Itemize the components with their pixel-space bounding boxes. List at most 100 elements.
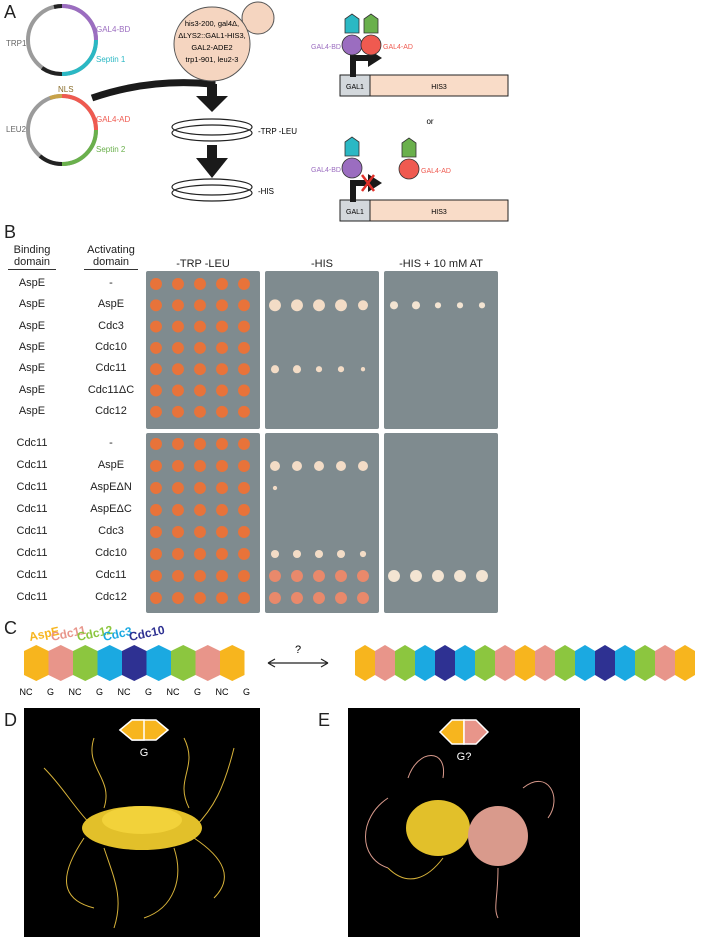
colony-his_at-r1-c4 bbox=[478, 302, 486, 309]
colony-trp_leu-r10-c0 bbox=[150, 504, 162, 516]
colony-trp_leu-r4-c4 bbox=[238, 363, 250, 376]
structure-e-art: G? bbox=[365, 719, 555, 919]
row-13-binding-domain: Cdc11 bbox=[16, 569, 48, 581]
row-6-binding-domain: AspE bbox=[18, 404, 46, 417]
left-filament-subunit-2 bbox=[73, 645, 98, 681]
strain-line-1: his3-200, gal4Δ, bbox=[185, 19, 239, 28]
bd-label-top: GAL4-BD bbox=[311, 44, 341, 51]
left-filament-subunit-3 bbox=[97, 645, 122, 681]
left-filament-subunit-0 bbox=[24, 645, 49, 681]
colony-trp_leu-r4-c3 bbox=[216, 363, 228, 376]
plate-header-trp-leu: -TRP -LEU bbox=[176, 258, 230, 270]
row-10-activating-domain: AspEΔC bbox=[90, 503, 132, 515]
colony-his-r4-c0 bbox=[270, 365, 280, 374]
row-1-activating-domain: AspE bbox=[97, 298, 125, 311]
colony-his_at-r13-c4 bbox=[476, 570, 488, 582]
colony-trp_leu-r3-c1 bbox=[172, 341, 184, 354]
plate-header-his-at: -HIS + 10 mM AT bbox=[399, 258, 483, 270]
reporter-non-interacting: GAL1 HIS3 GAL4-BD GAL4-AD bbox=[311, 136, 509, 222]
plasmid2-label-ad: GAL4-AD bbox=[96, 115, 130, 124]
colony-his-r13-c2 bbox=[313, 570, 325, 582]
right-filament-subunit-16 bbox=[675, 645, 695, 681]
colony-his-r9-c0 bbox=[272, 485, 278, 491]
right-filament-subunit-0 bbox=[355, 645, 375, 681]
colony-his_at-r13-c3 bbox=[454, 570, 466, 582]
colony-trp_leu-r14-c1 bbox=[172, 592, 184, 604]
colony-his-r14-c1 bbox=[291, 592, 303, 604]
plate1-label: -TRP -LEU bbox=[258, 127, 297, 136]
interface-label-7: G bbox=[194, 687, 201, 697]
plasmid1-label-septin: Septin 1 bbox=[96, 55, 126, 64]
plate-trp-leu: -TRP -LEU bbox=[171, 118, 297, 142]
plate2-label: -HIS bbox=[258, 187, 274, 196]
colony-trp_leu-r10-c1 bbox=[172, 504, 184, 516]
colony-his-r4-c3 bbox=[337, 366, 345, 373]
left-filament-subunit-7 bbox=[195, 645, 220, 681]
right-filament-subunit-14 bbox=[635, 645, 655, 681]
colony-trp_leu-r12-c3 bbox=[216, 548, 228, 560]
plasmid1-label-bd: GAL4-BD bbox=[96, 25, 130, 34]
colony-trp_leu-r11-c3 bbox=[216, 526, 228, 538]
colony-trp_leu-r12-c1 bbox=[172, 548, 184, 560]
interface-label-6: NC bbox=[167, 687, 180, 697]
left-filament-subunit-4 bbox=[122, 645, 147, 681]
colony-his-r1-c2 bbox=[313, 299, 325, 312]
colony-trp_leu-r3-c4 bbox=[238, 341, 250, 354]
row-7-binding-domain: Cdc11 bbox=[16, 437, 48, 449]
structure-d-label: G bbox=[140, 747, 149, 759]
interface-label-3: G bbox=[96, 687, 103, 697]
colony-trp_leu-r1-c3 bbox=[216, 299, 228, 312]
panel-label-e: E bbox=[318, 710, 331, 730]
colony-his-r12-c3 bbox=[336, 549, 346, 559]
legend-aspe: AspE bbox=[28, 624, 61, 644]
colony-trp_leu-r0-c1 bbox=[172, 278, 184, 290]
row-1-binding-domain: AspE bbox=[18, 298, 46, 311]
colony-trp_leu-r14-c3 bbox=[216, 592, 228, 604]
colony-trp_leu-r13-c1 bbox=[172, 570, 184, 582]
colony-trp_leu-r14-c2 bbox=[194, 592, 206, 604]
row-9-activating-domain: AspEΔN bbox=[90, 481, 132, 493]
left-filament-subunit-1 bbox=[48, 645, 73, 681]
colony-his-r14-c0 bbox=[269, 592, 281, 604]
colony-trp_leu-r13-c2 bbox=[194, 570, 206, 582]
colony-trp_leu-r12-c0 bbox=[150, 548, 162, 560]
colony-trp_leu-r11-c4 bbox=[238, 526, 250, 538]
plasmid1-marker: TRP1 bbox=[6, 39, 27, 48]
colony-his-r8-c3 bbox=[336, 461, 346, 471]
colony-his-r14-c4 bbox=[357, 592, 369, 604]
colony-trp_leu-r3-c2 bbox=[194, 341, 206, 354]
row-0-activating-domain: - bbox=[109, 277, 113, 289]
panel-label-c: C bbox=[4, 618, 17, 638]
colony-trp_leu-r3-c0 bbox=[150, 341, 162, 354]
row-0-binding-domain: AspE bbox=[18, 277, 46, 289]
colony-trp_leu-r9-c3 bbox=[216, 482, 228, 494]
promoter-label-bottom: GAL1 bbox=[346, 209, 364, 216]
interface-label-4: NC bbox=[118, 687, 131, 697]
colony-trp_leu-r9-c1 bbox=[172, 482, 184, 494]
colony-his-r1-c3 bbox=[335, 299, 347, 312]
colony-trp_leu-r1-c2 bbox=[194, 299, 206, 312]
ad-label-bottom: GAL4-AD bbox=[421, 168, 451, 175]
row-4-activating-domain: Cdc11 bbox=[95, 362, 127, 375]
colony-trp_leu-r10-c2 bbox=[194, 504, 206, 516]
row-11-activating-domain: Cdc3 bbox=[98, 525, 124, 537]
colony-his-r12-c2 bbox=[314, 549, 324, 559]
row-14-activating-domain: Cdc12 bbox=[95, 591, 127, 603]
interface-label-8: NC bbox=[216, 687, 229, 697]
colony-trp_leu-r2-c3 bbox=[216, 320, 228, 333]
colony-trp_leu-r5-c1 bbox=[172, 384, 184, 397]
right-filament-subunit-15 bbox=[655, 645, 675, 681]
row-5-binding-domain: AspE bbox=[18, 383, 46, 396]
promoter-label-top: GAL1 bbox=[346, 84, 364, 91]
colony-trp_leu-r5-c0 bbox=[150, 384, 162, 397]
colony-trp_leu-r8-c2 bbox=[194, 460, 206, 472]
row-11-binding-domain: Cdc11 bbox=[16, 525, 48, 537]
colony-his-r1-c4 bbox=[358, 300, 368, 311]
colony-his-r8-c1 bbox=[292, 461, 302, 471]
row-10-binding-domain: Cdc11 bbox=[16, 503, 48, 515]
colony-his-r13-c0 bbox=[269, 570, 281, 582]
colony-trp_leu-r2-c0 bbox=[150, 320, 162, 333]
colony-trp_leu-r12-c4 bbox=[238, 548, 250, 560]
